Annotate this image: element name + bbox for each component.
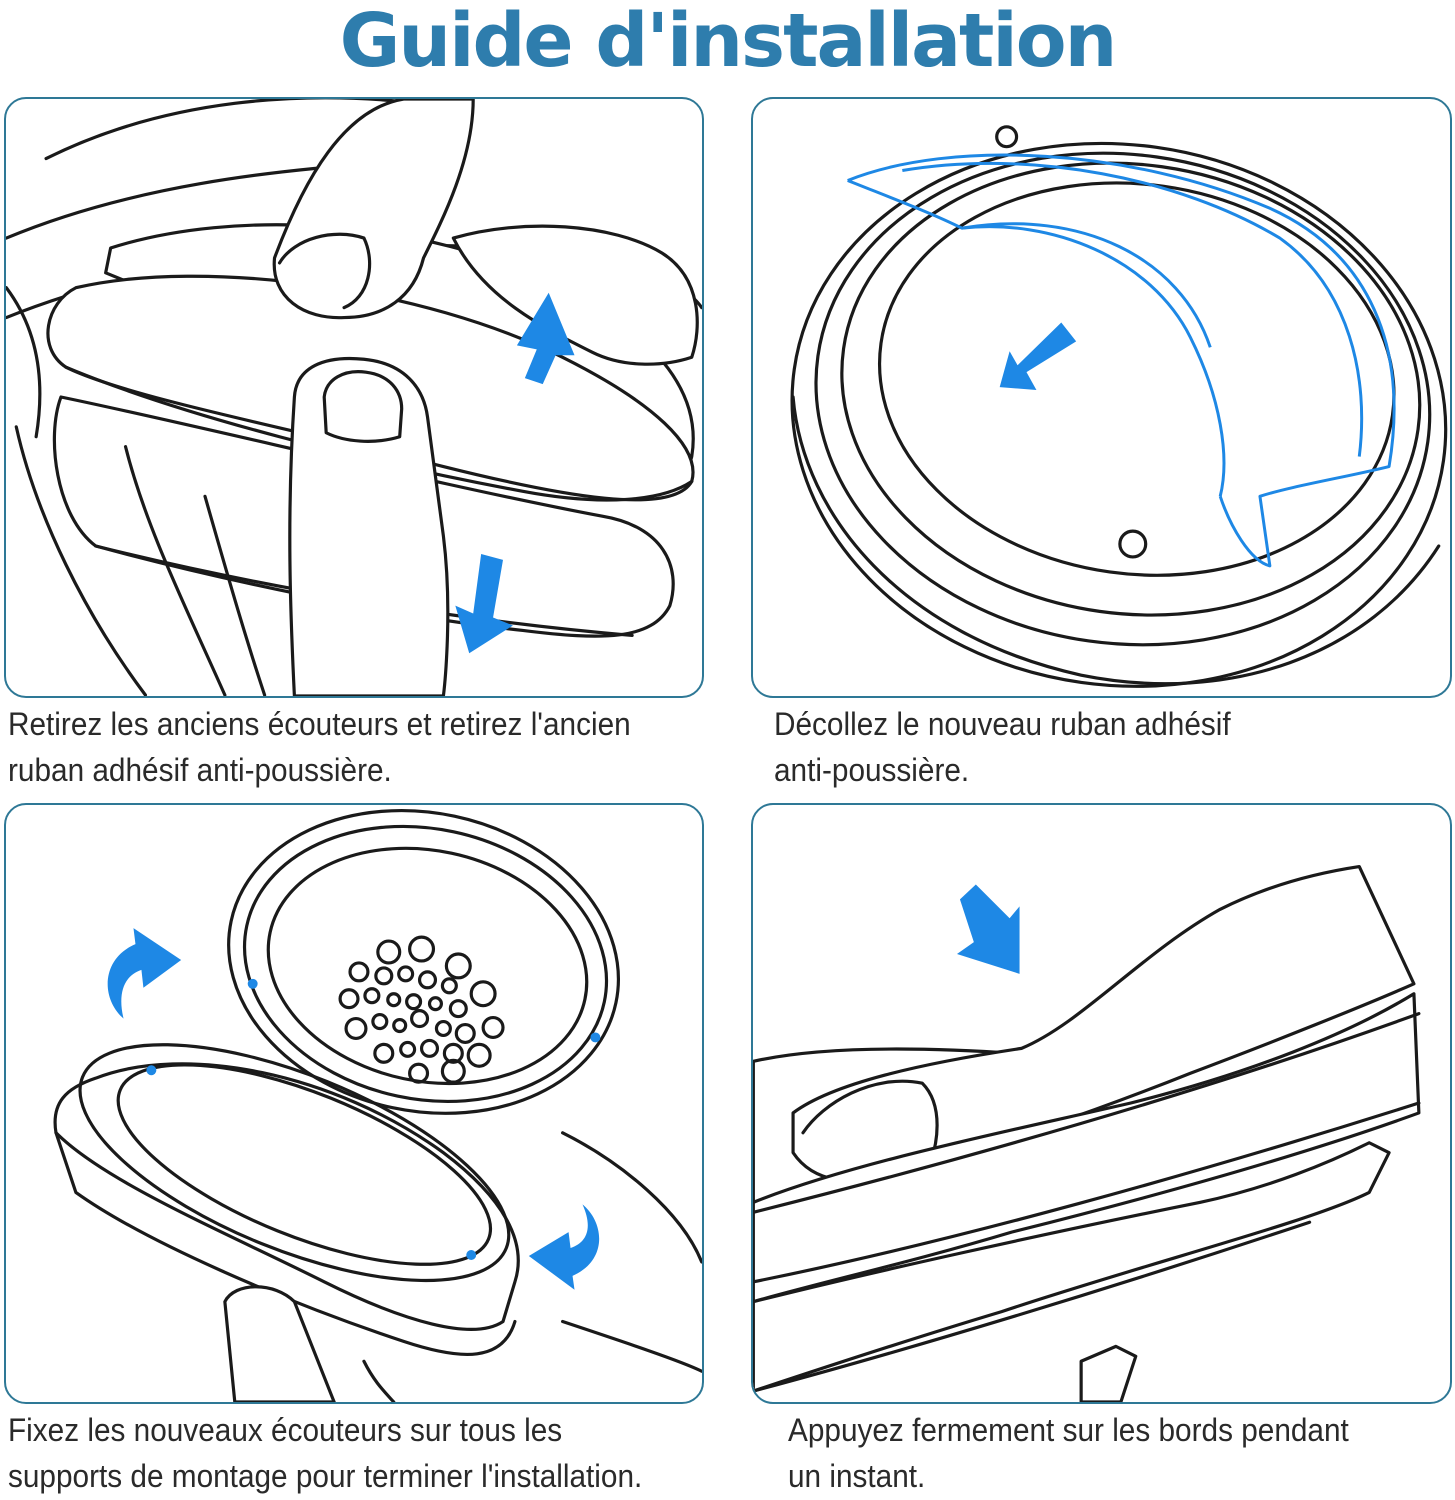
curved-arrow-left-icon — [528, 1204, 600, 1290]
arrow-down-icon — [455, 553, 513, 654]
remove-old-earpad-drawing — [6, 99, 702, 696]
step-2-illustration — [751, 97, 1452, 698]
step-1-caption: Retirez les anciens écouteurs et retirez… — [8, 706, 631, 788]
arrow-down-left-icon — [999, 322, 1077, 391]
page-title: Guide d'installation — [339, 0, 1118, 84]
peel-adhesive-tape-drawing — [790, 125, 1448, 688]
step-4-illustration — [751, 803, 1452, 1404]
arrow-down-right-icon — [956, 884, 1020, 974]
step-3-caption: Fixez les nouveaux écouteurs sur tous le… — [8, 1412, 643, 1494]
step-1-illustration — [4, 97, 704, 698]
attach-new-earpad-drawing — [53, 808, 702, 1402]
speaker-grille — [338, 935, 505, 1084]
curved-arrow-right-icon — [107, 928, 182, 1019]
step-3-illustration — [4, 803, 704, 1404]
arrow-up-icon — [516, 292, 575, 385]
press-edges-drawing — [753, 864, 1421, 1402]
